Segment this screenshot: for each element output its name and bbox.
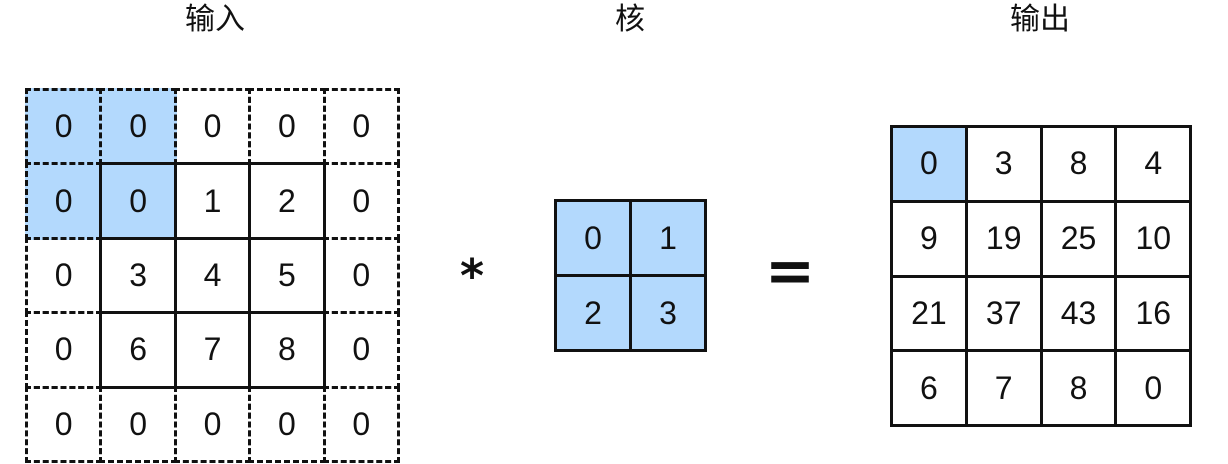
input-cell: 0 [25, 385, 103, 463]
input-cell: 0 [248, 385, 326, 463]
input-cell: 0 [322, 162, 400, 240]
input-cell: 0 [248, 88, 326, 166]
input-cell: 0 [99, 88, 177, 166]
output-cell: 25 [1039, 199, 1118, 278]
kernel-cell: 0 [554, 199, 632, 277]
output-cell: 8 [1039, 349, 1118, 428]
input-cell: 0 [25, 311, 103, 389]
output-cell: 43 [1039, 274, 1118, 353]
input-cell: 0 [173, 88, 252, 166]
input-cell: 0 [25, 236, 103, 315]
output-cell: 7 [964, 349, 1043, 428]
output-cell: 19 [964, 199, 1043, 278]
kernel-cell: 3 [629, 274, 707, 352]
input-cell: 1 [173, 162, 252, 240]
input-cell: 0 [322, 385, 400, 463]
output-cell: 21 [890, 274, 968, 353]
output-cell: 0 [1114, 349, 1193, 428]
input-cell: 5 [248, 236, 326, 315]
kernel-cell: 2 [554, 274, 632, 352]
input-cell: 4 [173, 236, 252, 315]
input-cell: 2 [248, 162, 326, 240]
input-cell: 0 [25, 162, 103, 240]
output-cell: 3 [964, 125, 1043, 203]
input-cell: 0 [99, 162, 177, 240]
input-cell: 8 [248, 311, 326, 389]
input-cell: 0 [322, 236, 400, 315]
output-cell: 37 [964, 274, 1043, 353]
output-cell: 8 [1039, 125, 1118, 203]
input-cell: 0 [99, 385, 177, 463]
output-cell: 16 [1114, 274, 1193, 353]
output-cell: 4 [1114, 125, 1193, 203]
output-cell: 0 [890, 125, 968, 203]
kernel-title: 核 [615, 2, 645, 37]
input-cell: 0 [173, 385, 252, 463]
output-cell: 9 [890, 199, 968, 278]
input-title: 输入 [185, 2, 245, 37]
output-title: 输出 [1010, 2, 1070, 37]
input-cell: 0 [322, 88, 400, 166]
input-cell: 3 [99, 236, 177, 315]
input-cell: 0 [25, 88, 103, 166]
kernel-cell: 1 [629, 199, 707, 277]
equals-operator: = [764, 236, 816, 306]
output-cell: 6 [890, 349, 968, 428]
output-cell: 10 [1114, 199, 1193, 278]
input-cell: 7 [173, 311, 252, 389]
input-cell: 6 [99, 311, 177, 389]
convolution-operator: * [459, 249, 485, 303]
input-cell: 0 [322, 311, 400, 389]
